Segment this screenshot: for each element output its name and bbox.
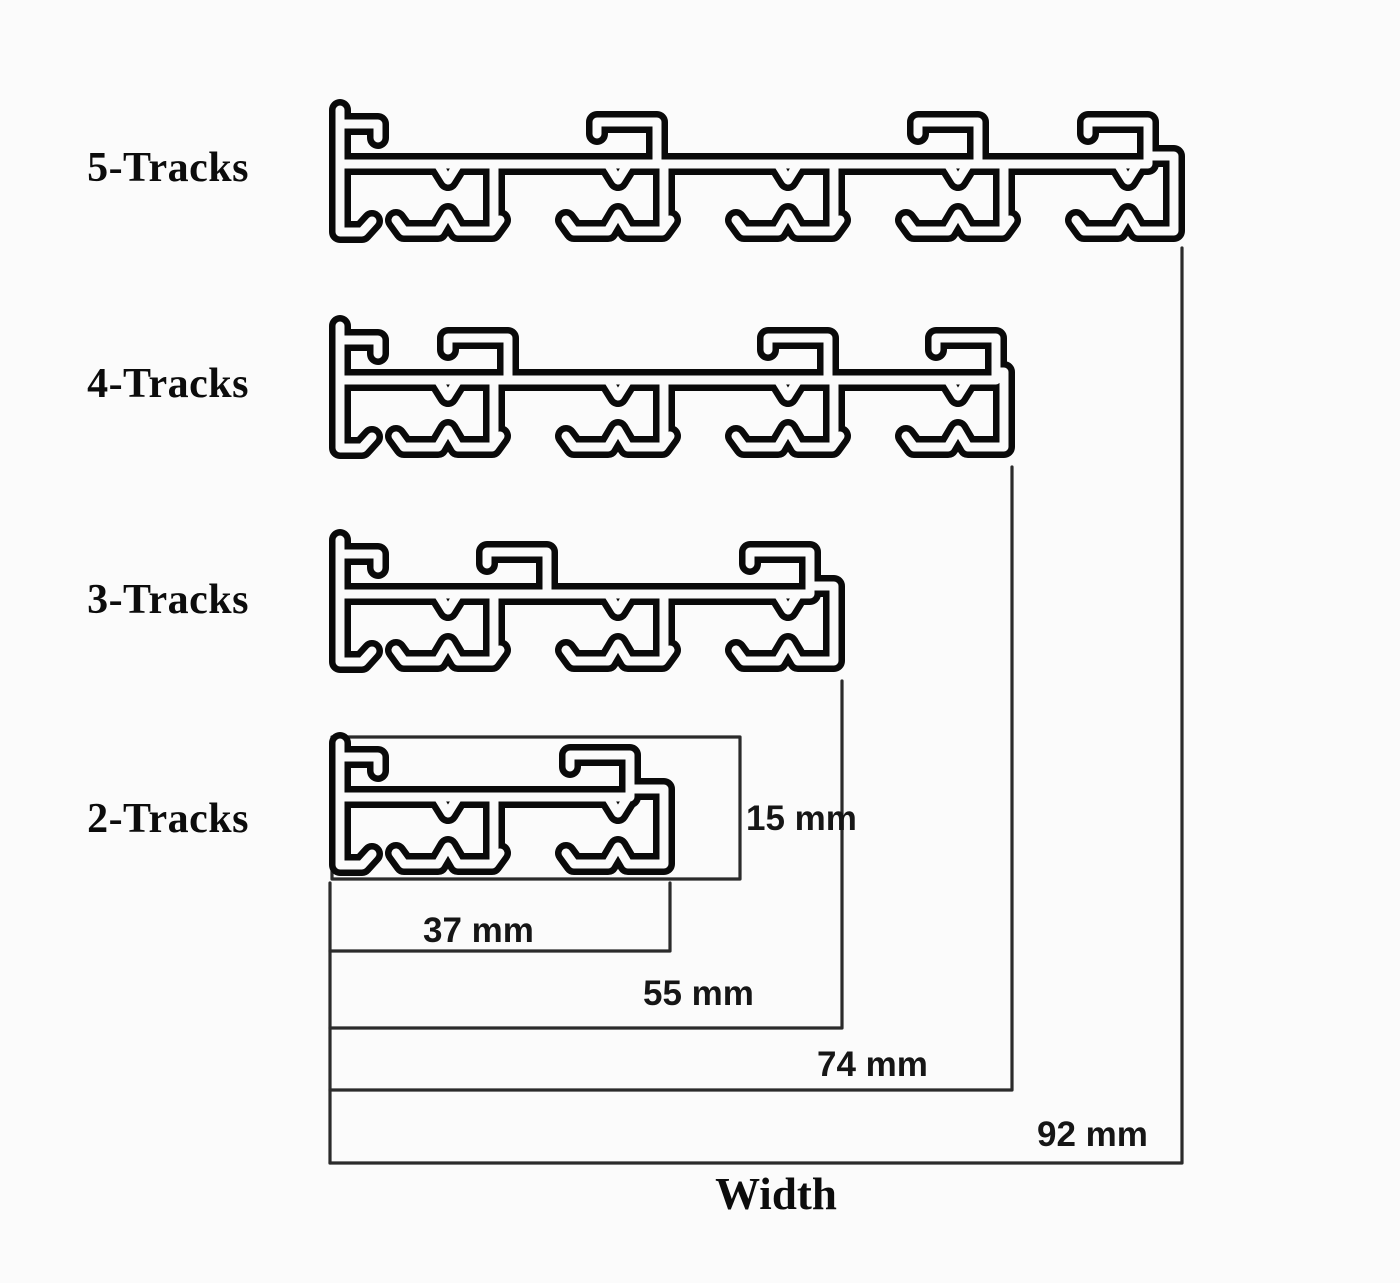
row-label-3-tracks: 3-Tracks: [87, 577, 249, 623]
width-dimension-bracket-74mm: [328, 465, 1014, 1092]
width-dimension-label-74mm: 74 mm: [817, 1045, 928, 1084]
profile-4-tracks: [329, 315, 1015, 459]
profile-core: [335, 738, 669, 870]
row-label-2-tracks: 2-Tracks: [87, 796, 249, 842]
dimension-lines: [328, 246, 1184, 1165]
height-dimension-label-15mm: 15 mm: [746, 799, 857, 838]
width-dimension-bracket-55mm: [328, 679, 844, 1030]
profile-2-tracks: [329, 732, 675, 876]
profile-core: [335, 105, 1179, 237]
profile-outline: [329, 529, 845, 673]
profile-core: [335, 321, 1009, 453]
width-dimension-label-55mm: 55 mm: [643, 974, 754, 1013]
width-dimension-label-37mm: 37 mm: [423, 911, 534, 950]
profile-3-tracks: [329, 529, 845, 673]
width-dimension-label-92mm: 92 mm: [1037, 1115, 1148, 1154]
profile-outline: [329, 99, 1185, 243]
row-label-4-tracks: 4-Tracks: [87, 361, 249, 407]
profile-5-tracks: [329, 99, 1185, 243]
row-label-5-tracks: 5-Tracks: [87, 145, 249, 191]
width-dimension-bracket-37mm: [328, 881, 672, 953]
width-dimension-bracket-92mm: [328, 246, 1184, 1165]
profile-core: [335, 535, 839, 667]
width-axis-label: Width: [715, 1169, 837, 1219]
